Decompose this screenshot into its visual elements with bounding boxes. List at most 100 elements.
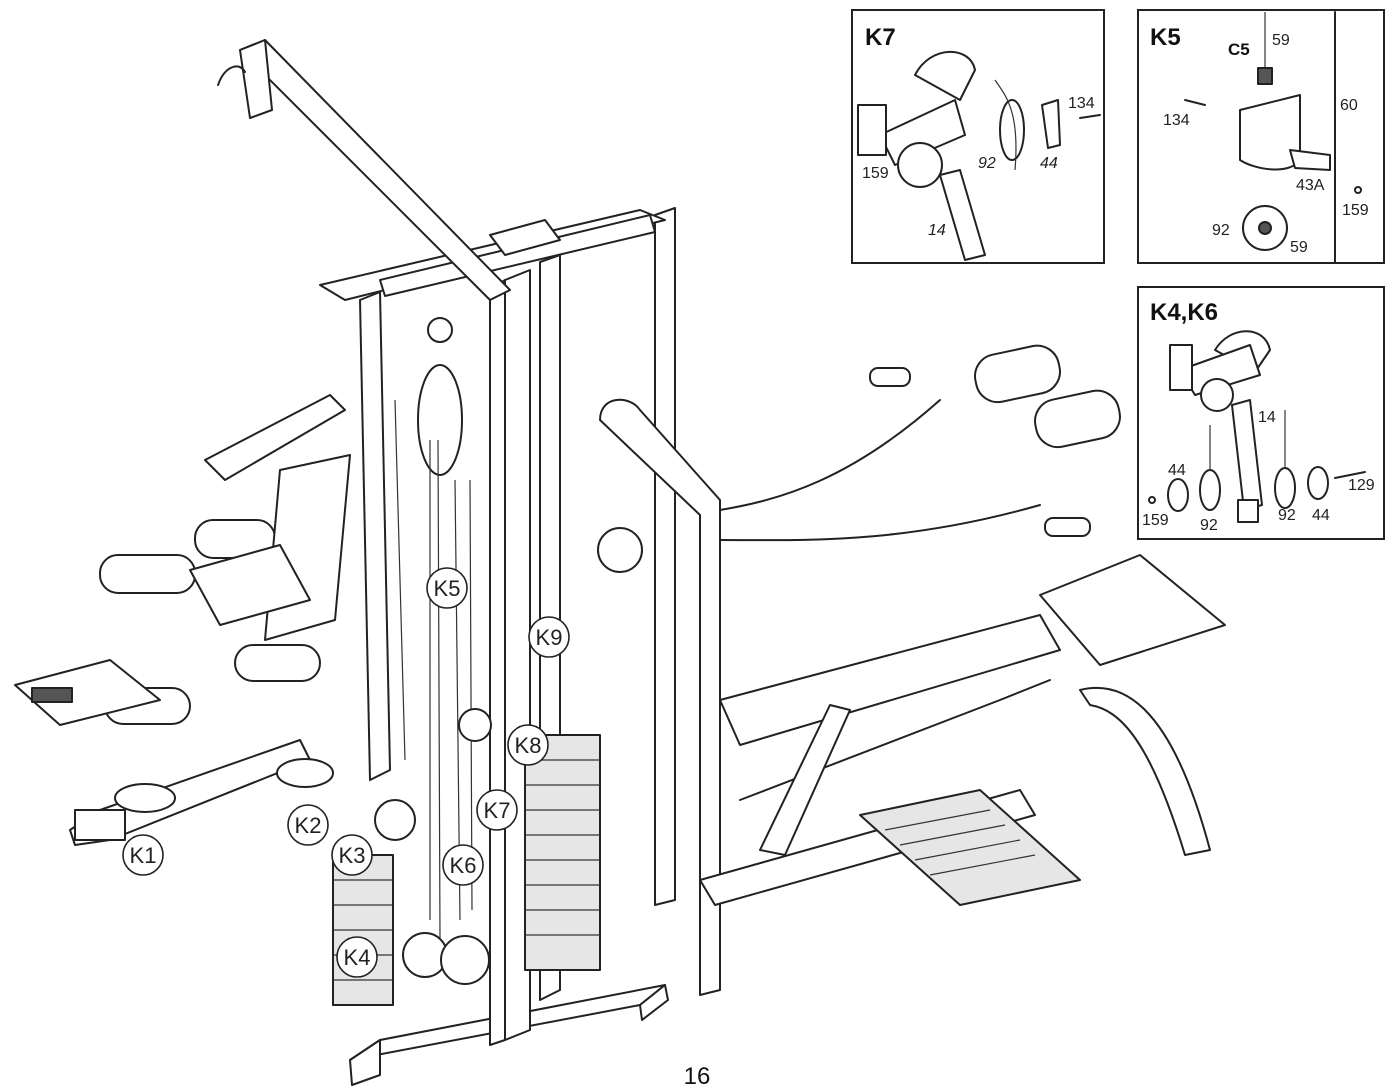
inset-k7-label-44: 44 [1040,155,1058,172]
callout-k6: K6 [442,844,484,886]
inset-k5-label-c5: C5 [1228,40,1250,59]
inset-k5-label-43a: 43A [1296,177,1325,194]
base-front-foot [349,1039,381,1086]
callout-k5: K5 [426,567,468,609]
page-number: 16 [684,1063,711,1090]
inset-k5: K5 C5 59 134 60 43A 159 92 59 [1137,9,1385,264]
mid-pulley [374,799,416,841]
press-handle-top [974,344,1061,404]
upright-front-left [489,279,506,1046]
top-bracket [489,219,561,256]
inset-k5-label-60: 60 [1340,97,1358,114]
bench-pad [719,614,1061,746]
callout-k2: K2 [287,804,329,846]
inset-k4k6-title: K4,K6 [1150,299,1218,326]
inset-k7-bolt-134 [1079,114,1101,119]
foot-plate-grip [31,687,73,703]
callout-k9: K9 [528,616,570,658]
inset-k5-pulley-hub [1258,221,1272,235]
inset-k7: K7 159 92 44 134 14 [851,9,1105,264]
bench-seat-pad [1039,554,1226,666]
inset-k5-bolt-134 [1184,99,1206,106]
inset-k7-label-159: 159 [862,165,889,182]
callout-k7-label: K7 [484,798,511,823]
inset-k5-illustration [1184,12,1362,251]
press-grip-bottom [1044,517,1091,537]
cable-2 [437,439,441,941]
press-arm-top [719,399,941,511]
chest-press-arm [204,394,346,481]
callout-k1-label: K1 [130,843,157,868]
callout-k6-label: K6 [450,853,477,878]
bench-foot-plate-grip [884,809,1036,876]
callout-k8-label: K8 [515,733,542,758]
callout-k2-label: K2 [295,813,322,838]
inset-k7-arm [939,169,986,261]
inset-k4k6-illustration [1148,330,1366,523]
cable-5 [394,399,406,761]
inset-k4k6-bolt-129 [1334,471,1366,479]
inset-k7-label-14: 14 [928,222,946,239]
inset-k7-cable [994,79,1017,171]
inset-k4k6-label-159: 159 [1142,512,1169,529]
inset-k4k6-label-44-left: 44 [1168,462,1186,479]
upright-front-right [504,269,531,1041]
upright-rear-b [654,207,676,906]
leg-roller-bottom-rear [234,644,321,682]
inset-k7-pulley-92 [999,99,1025,161]
inset-k4k6-label-44-right: 44 [1312,507,1330,524]
bottom-pulley-a [402,932,448,978]
inset-k5-label-92: 92 [1212,222,1230,239]
inset-k4k6-pulley-92b [1274,467,1296,509]
callout-k1: K1 [122,834,164,876]
low-pulley-k1 [114,783,176,813]
cable-4 [469,479,473,911]
press-grip-top [869,367,911,387]
foot-plate [14,659,161,726]
inset-k4k6-arm-end [1237,499,1259,523]
lat-boom-end [239,39,273,119]
base-right-foot [639,984,669,1021]
base-left-foot [74,809,126,841]
inset-k7-pulley [897,142,943,188]
callout-k3: K3 [331,834,373,876]
weight-stack-main [524,734,601,971]
center-pulley [458,708,492,742]
press-handle-bottom [1034,389,1121,449]
leg-roller-top [99,554,196,594]
low-pulley-k2 [276,758,334,788]
inset-k7-cover-44 [1041,99,1061,149]
inset-k4k6-label-129: 129 [1348,477,1375,494]
press-pulley [597,527,643,573]
inset-k4k6-arm-14 [1231,399,1263,511]
callout-k7: K7 [476,789,518,831]
inset-k4k6-label-92-left: 92 [1200,517,1218,534]
top-pulley-housing [417,364,463,476]
inset-k7-mount-plate [914,50,976,101]
callout-k5-label: K5 [434,576,461,601]
seat-pad [189,544,311,626]
inset-k5-title: K5 [1150,24,1181,51]
inset-k5-label-59-bottom: 59 [1290,239,1308,256]
inset-k4k6-pulley-92a [1199,469,1221,511]
inset-k4k6-cover-44a [1167,478,1189,512]
inset-k7-bracket [879,99,966,166]
inset-k5-stop-c5 [1257,67,1273,85]
inset-k4k6-label-14: 14 [1258,409,1276,426]
callout-k8: K8 [507,724,549,766]
lat-hook [217,65,246,86]
press-arm-bottom [719,504,1041,542]
inset-k7-label-134: 134 [1068,95,1095,112]
top-crossbar-b [379,214,656,297]
inset-k5-label-159: 159 [1342,202,1369,219]
callout-k9-label: K9 [536,625,563,650]
inset-k5-bracket-43a [1289,149,1331,171]
inset-k7-illustration [857,50,1101,261]
inset-k4k6-upper-pulley [1200,378,1234,412]
inset-k4k6: K4,K6 14 44 129 159 92 92 44 [1137,286,1385,540]
inset-k4k6-side-plate [1169,344,1193,391]
press-arm-frame [599,398,721,996]
inset-k4k6-label-92-right: 92 [1278,507,1296,524]
